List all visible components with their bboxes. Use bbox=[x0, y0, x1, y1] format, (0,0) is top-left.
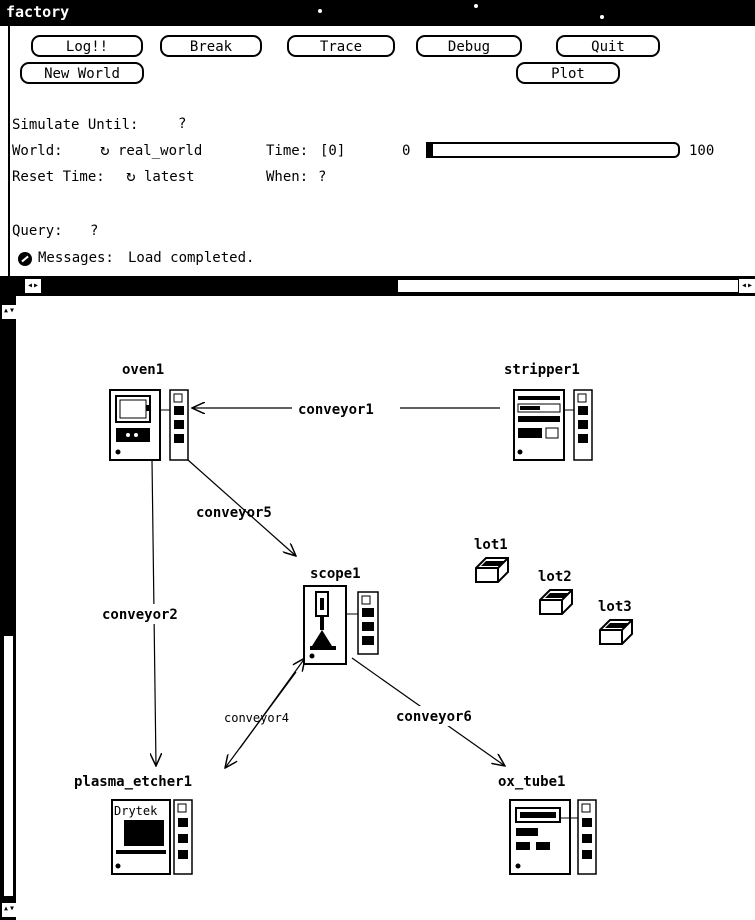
scope1-machine[interactable]: scope1 bbox=[303, 566, 379, 665]
ox-tube1-machine[interactable]: ox_tube1 bbox=[498, 774, 597, 875]
query-value[interactable]: ? bbox=[90, 223, 99, 239]
lot3-label: lot3 bbox=[598, 599, 632, 615]
world-value[interactable]: real_world bbox=[118, 143, 203, 159]
query-label: Query: bbox=[12, 223, 63, 239]
stripper1-machine[interactable]: stripper1 bbox=[504, 362, 593, 461]
slider-knob[interactable] bbox=[428, 144, 433, 156]
log-button[interactable]: Log!! bbox=[31, 35, 143, 57]
slider-max-label: 100 bbox=[689, 143, 715, 159]
lot2-label: lot2 bbox=[538, 569, 572, 585]
conveyor6-label: conveyor6 bbox=[396, 709, 472, 725]
messages-value: Load completed. bbox=[128, 250, 255, 266]
conveyor2-label: conveyor2 bbox=[102, 607, 178, 623]
lot2-item[interactable]: lot2 bbox=[538, 569, 573, 615]
vertical-scrollbar[interactable]: ▴▾ ▴▾ bbox=[0, 296, 17, 920]
horizontal-scroll-track[interactable] bbox=[398, 280, 738, 292]
reset-time-label: Reset Time: bbox=[12, 169, 105, 185]
scroll-up-down-arrows-icon[interactable]: ▴▾ bbox=[1, 902, 17, 918]
when-label: When: bbox=[266, 169, 309, 185]
plot-button[interactable]: Plot bbox=[516, 62, 620, 84]
scope1-label: scope1 bbox=[310, 566, 361, 582]
conveyor4-label: conveyor4 bbox=[224, 711, 289, 725]
title-bar-dot bbox=[600, 15, 604, 19]
window-title-bar[interactable]: factory bbox=[0, 0, 755, 26]
cycle-icon[interactable]: ↻ bbox=[126, 166, 136, 185]
stripper1-label: stripper1 bbox=[504, 362, 580, 378]
title-bar-dot bbox=[318, 9, 322, 13]
scroll-left-right-arrows-icon[interactable]: ◂▸ bbox=[738, 278, 755, 294]
plasma-etcher1-label: plasma_etcher1 bbox=[74, 774, 192, 790]
cycle-icon[interactable]: ↻ bbox=[100, 140, 110, 159]
lot1-item[interactable]: lot1 bbox=[474, 537, 509, 583]
slider-min-label: 0 bbox=[402, 143, 411, 159]
scroll-left-right-arrows-icon[interactable]: ◂▸ bbox=[24, 278, 42, 294]
time-label: Time: bbox=[266, 143, 309, 159]
simulate-until-value[interactable]: ? bbox=[178, 116, 187, 132]
time-value: [0] bbox=[320, 143, 346, 159]
drytek-brand: Drytek bbox=[114, 804, 158, 818]
lot3-item[interactable]: lot3 bbox=[598, 599, 633, 645]
conveyor4-line[interactable] bbox=[225, 658, 305, 768]
conveyor5-label: conveyor5 bbox=[196, 505, 272, 521]
new-world-button[interactable]: New World bbox=[20, 62, 144, 84]
title-bar-dot bbox=[474, 4, 478, 8]
conveyor1-label: conveyor1 bbox=[298, 402, 374, 418]
world-label: World: bbox=[12, 143, 63, 159]
scroll-up-down-arrows-icon[interactable]: ▴▾ bbox=[1, 304, 17, 320]
messages-icon bbox=[18, 252, 32, 266]
vertical-scroll-track[interactable] bbox=[4, 636, 13, 896]
oven1-label: oven1 bbox=[122, 362, 164, 378]
reset-time-value[interactable]: latest bbox=[144, 169, 195, 185]
when-value[interactable]: ? bbox=[318, 169, 327, 185]
break-button[interactable]: Break bbox=[160, 35, 262, 57]
ox-tube1-label: ox_tube1 bbox=[498, 774, 565, 790]
debug-button[interactable]: Debug bbox=[416, 35, 522, 57]
time-slider[interactable] bbox=[426, 142, 680, 158]
factory-diagram-canvas[interactable]: conveyor1 conveyor5 conveyor2 conveyor4 … bbox=[16, 296, 755, 920]
simulate-until-label: Simulate Until: bbox=[12, 117, 139, 133]
oven1-machine[interactable]: oven1 bbox=[109, 362, 189, 461]
lot1-label: lot1 bbox=[474, 537, 508, 553]
window-title: factory bbox=[6, 3, 70, 21]
plasma-etcher1-machine[interactable]: plasma_etcher1 Drytek bbox=[74, 774, 193, 875]
horizontal-scrollbar[interactable]: ◂▸ ◂▸ bbox=[0, 276, 755, 296]
quit-button[interactable]: Quit bbox=[556, 35, 660, 57]
conveyor5-line[interactable] bbox=[187, 459, 296, 556]
trace-button[interactable]: Trace bbox=[287, 35, 395, 57]
messages-label: Messages: bbox=[38, 250, 114, 266]
